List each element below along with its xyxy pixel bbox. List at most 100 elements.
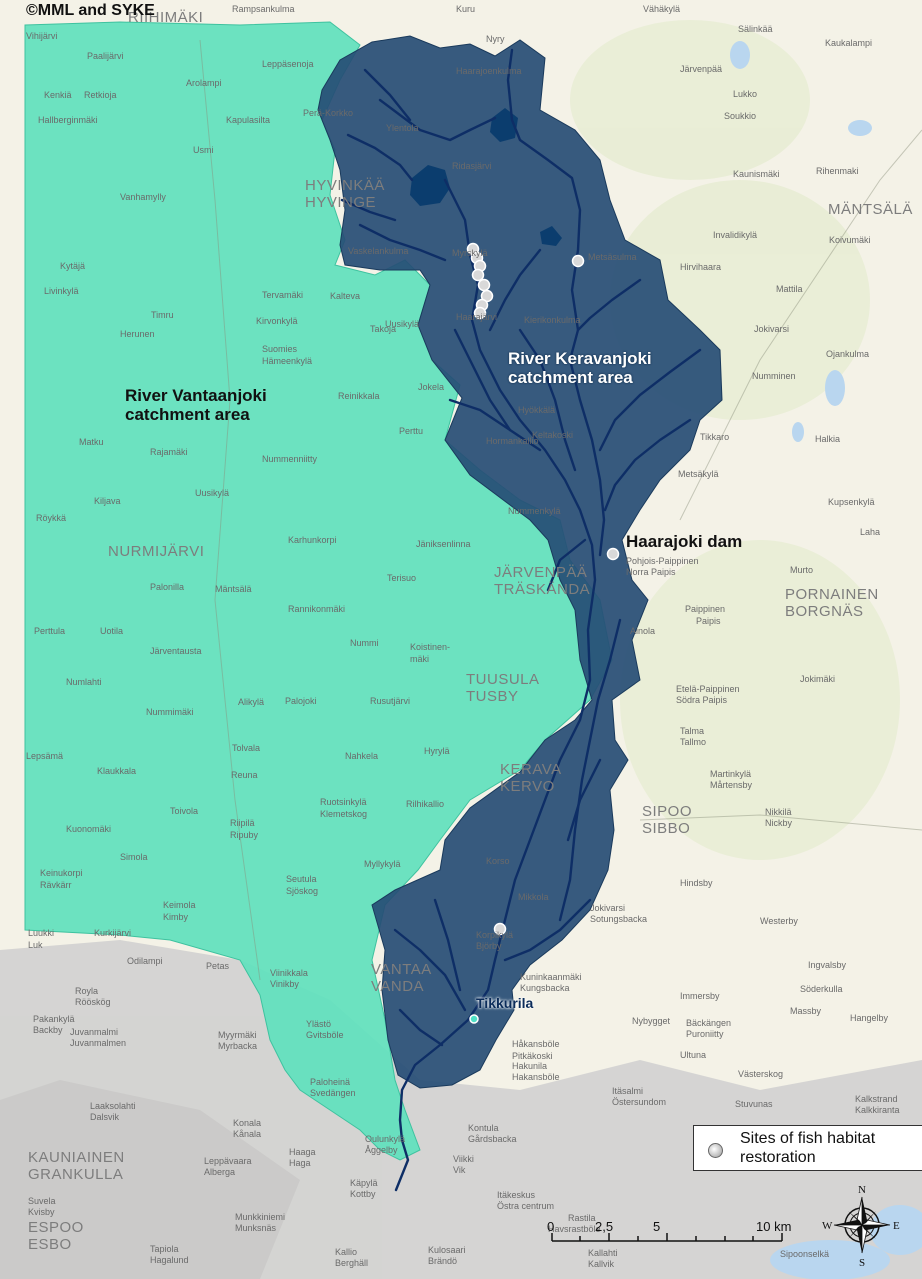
place-name-minor-7: Leppäsenoja bbox=[262, 59, 314, 69]
place-name-minor-73: Terisuo bbox=[387, 573, 417, 583]
place-name-minor-54: Matku bbox=[79, 437, 104, 447]
place-name-minor-37: Kirvonkylä bbox=[256, 316, 298, 326]
place-name-minor-5: Vihijärvi bbox=[26, 31, 58, 41]
place-name-minor-4: Kaukalampi bbox=[825, 38, 873, 48]
place-name-minor-162: Laaksolahti bbox=[90, 1101, 136, 1111]
place-name-minor-58: Metsäkylä bbox=[678, 469, 719, 479]
place-name-minor-65: Laha bbox=[860, 527, 881, 537]
place-name-major-6: TRÄSKÄNDA bbox=[494, 581, 591, 598]
lakes-east bbox=[730, 41, 922, 1279]
place-name-major-17: KAUNIAINEN bbox=[28, 1149, 125, 1166]
place-name-minor-173: Kontula bbox=[468, 1123, 499, 1133]
place-name-minor-96: Hyrylä bbox=[424, 746, 450, 756]
place-name-minor-140: Immersby bbox=[680, 991, 720, 1001]
forest-tint bbox=[570, 20, 900, 860]
place-name-minor-184: Östra centrum bbox=[497, 1201, 555, 1211]
place-name-minor-80: Nummi bbox=[350, 638, 379, 648]
place-name-minor-180: Alberga bbox=[204, 1167, 236, 1177]
place-name-minor-8: Nyry bbox=[486, 34, 505, 44]
place-name-minor-78: Perttula bbox=[34, 626, 66, 636]
place-name-minor-52: Tikkaro bbox=[700, 432, 730, 442]
place-name-minor-112: Myllykylä bbox=[364, 859, 401, 869]
place-name-minor-85: Numlahti bbox=[66, 677, 102, 687]
place-name-minor-103: Ruotsinkylä bbox=[320, 797, 367, 807]
place-name-minor-74: Paippinen bbox=[685, 604, 726, 614]
place-name-minor-137: Söderkulla bbox=[800, 984, 843, 994]
place-name-minor-79: Uotila bbox=[100, 626, 124, 636]
place-name-minor-27: Kytäjä bbox=[60, 261, 86, 271]
place-name-minor-89: Alikylä bbox=[238, 697, 265, 707]
place-name-minor-34: Kalteva bbox=[330, 291, 361, 301]
place-name-minor-40: Kierikonkulma bbox=[524, 315, 581, 325]
place-name-minor-91: Rusutjärvi bbox=[370, 696, 411, 706]
place-name-minor-177: Viikki bbox=[453, 1154, 474, 1164]
place-name-minor-155: Ultuna bbox=[680, 1050, 707, 1060]
place-name-minor-41: Jokivarsi bbox=[754, 324, 790, 334]
place-name-minor-190: Havsrastböle bbox=[548, 1224, 601, 1234]
place-name-minor-87: Södra Paipis bbox=[676, 695, 728, 705]
compass-w: W bbox=[822, 1220, 833, 1232]
place-name-minor-157: Hakunila bbox=[512, 1061, 548, 1071]
place-name-major-8: BORGNÄS bbox=[785, 603, 864, 620]
place-name-minor-102: Toivola bbox=[170, 806, 199, 816]
place-name-minor-68: Pohjois-Paippinen bbox=[626, 556, 699, 566]
place-name-minor-144: Backby bbox=[33, 1025, 63, 1035]
place-name-major-15: VANTAA bbox=[371, 961, 432, 978]
vantaanjoki-catchment-area bbox=[24, 21, 613, 1161]
place-name-minor-115: Seutula bbox=[286, 874, 317, 884]
place-name-minor-135: Kuninkaanmäki bbox=[520, 972, 582, 982]
place-name-minor-92: Talma bbox=[680, 726, 705, 736]
place-name-minor-128: Björby bbox=[476, 941, 502, 951]
place-name-minor-119: Kimby bbox=[163, 912, 189, 922]
place-name-major-12: KERVO bbox=[500, 778, 555, 795]
tikkurila-label: Tikkurila bbox=[476, 995, 534, 1011]
place-name-minor-131: Petas bbox=[206, 961, 230, 971]
place-name-minor-111: Simola bbox=[120, 852, 148, 862]
place-name-minor-176: Haga bbox=[289, 1158, 311, 1168]
place-name-minor-23: Rihenmaki bbox=[816, 166, 859, 176]
place-name-minor-47: Jokela bbox=[418, 382, 445, 392]
place-name-minor-136: Kungsbacka bbox=[520, 983, 570, 993]
vantaanjoki-label: River Vantaanjoki catchment area bbox=[125, 386, 267, 424]
place-name-major-18: GRANKULLA bbox=[28, 1166, 124, 1183]
place-name-minor-29: Myrskylä bbox=[452, 248, 488, 258]
place-name-minor-117: Hindsby bbox=[680, 878, 713, 888]
place-name-minor-130: Odilampi bbox=[127, 956, 163, 966]
place-name-minor-42: Herunen bbox=[120, 329, 155, 339]
place-name-major-4: NURMIJÄRVI bbox=[108, 543, 205, 560]
place-name-minor-188: Munksnäs bbox=[235, 1223, 277, 1233]
place-name-minor-51: Keltakoski bbox=[532, 430, 574, 440]
place-name-major-20: ESBO bbox=[28, 1236, 72, 1253]
place-name-minor-163: Dalsvik bbox=[90, 1112, 120, 1122]
place-name-minor-167: Kalkstrand bbox=[855, 1094, 898, 1104]
place-name-minor-149: Nybygget bbox=[632, 1016, 671, 1026]
scale-tick-5: 5 bbox=[653, 1219, 661, 1234]
place-name-minor-191: Tapiola bbox=[150, 1244, 179, 1254]
place-name-minor-183: Itäkeskus bbox=[497, 1190, 536, 1200]
place-name-major-10: TUSBY bbox=[466, 688, 519, 705]
place-name-minor-145: Juvanmalmi bbox=[70, 1027, 119, 1037]
place-name-minor-20: Ylentola bbox=[386, 123, 419, 133]
place-name-minor-126: Mikkola bbox=[518, 892, 549, 902]
place-name-minor-45: Suomies bbox=[262, 344, 298, 354]
place-name-minor-39: Haarajärvi bbox=[456, 312, 498, 322]
place-name-minor-133: Viinikkala bbox=[270, 968, 308, 978]
place-name-minor-143: Pakankylä bbox=[33, 1014, 75, 1024]
place-name-minor-171: Oulunkylä bbox=[365, 1134, 406, 1144]
restoration-site-3 bbox=[471, 268, 485, 282]
place-name-minor-88: Nummimäki bbox=[146, 707, 194, 717]
place-name-minor-124: Sotungsbacka bbox=[590, 914, 648, 924]
place-name-minor-9: Haarajoenkulma bbox=[456, 66, 522, 76]
place-name-minor-16: Kapulasilta bbox=[226, 115, 271, 125]
place-name-minor-158: Hakansböle bbox=[512, 1072, 560, 1082]
restoration-site-symbol bbox=[708, 1143, 723, 1158]
place-name-minor-44: Ojankulma bbox=[826, 349, 870, 359]
place-name-minor-61: Uusikylä bbox=[195, 488, 230, 498]
place-name-minor-159: Västerskog bbox=[738, 1069, 784, 1079]
place-name-minor-66: Karhunkorpi bbox=[288, 535, 337, 545]
place-name-minor-139: Rööskög bbox=[75, 997, 111, 1007]
place-name-minor-48: Numminen bbox=[752, 371, 796, 381]
place-name-minor-198: Kallvik bbox=[588, 1259, 615, 1269]
place-name-minor-13: Arolampi bbox=[186, 78, 222, 88]
